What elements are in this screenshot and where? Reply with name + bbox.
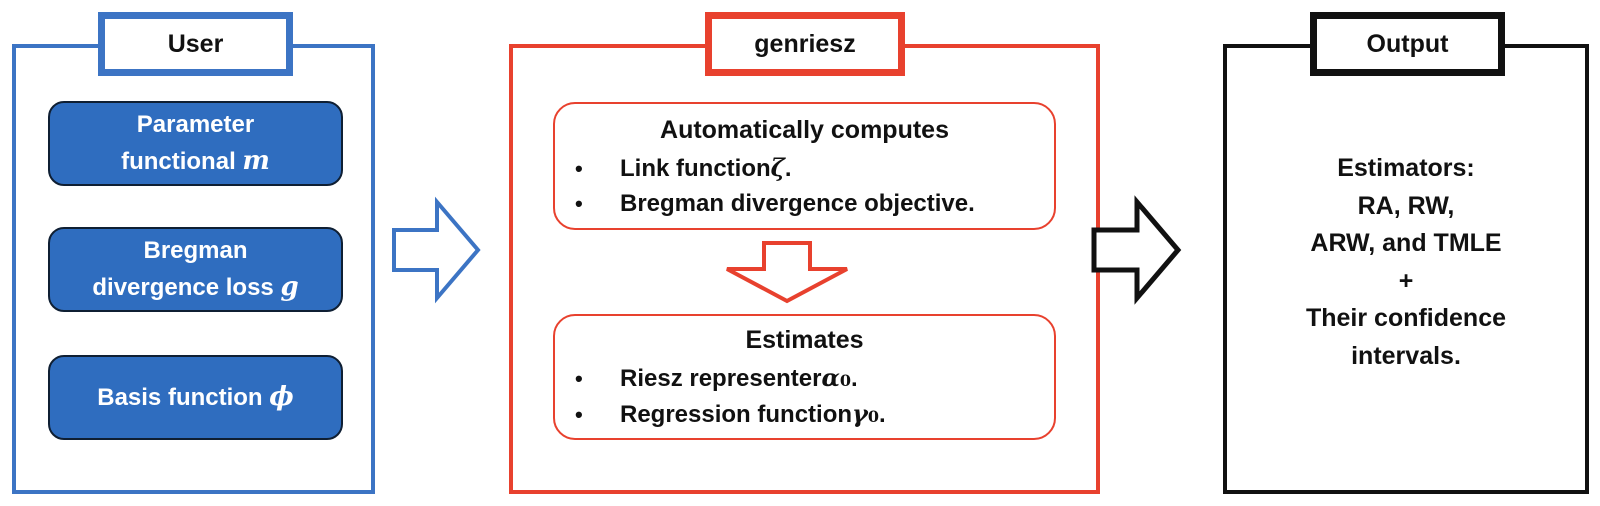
computes-item-bregman-objective: • Bregman divergence objective. bbox=[575, 190, 975, 218]
bullet-icon: • bbox=[575, 156, 583, 181]
automatically-computes-box: Automatically computes • Link function ζ… bbox=[553, 102, 1056, 230]
output-line-confidence: Their confidence bbox=[1305, 304, 1507, 332]
bregman-divergence-loss-text: divergence loss bbox=[92, 274, 281, 301]
symbol-zeta: ζ bbox=[770, 153, 785, 182]
output-panel-title: Output bbox=[1310, 12, 1505, 76]
link-function-suffix: . bbox=[784, 155, 792, 182]
alpha-subscript: 0 bbox=[839, 371, 852, 390]
output-line-plus: + bbox=[1398, 266, 1414, 295]
symbol-alpha: α bbox=[821, 363, 840, 392]
bullet-icon: • bbox=[575, 366, 583, 391]
output-line-ra-rw: RA, RW, bbox=[1357, 191, 1455, 220]
parameter-functional-box: Parameter functional m bbox=[48, 101, 343, 186]
output-line-estimators: Estimators: bbox=[1337, 154, 1475, 182]
right-arrow-outline-icon bbox=[1091, 195, 1182, 305]
parameter-functional-line2: functional m bbox=[121, 143, 270, 180]
regression-function-suffix: . bbox=[879, 401, 886, 428]
symbol-g: g bbox=[280, 272, 299, 302]
down-arrow-outline-icon bbox=[726, 241, 848, 304]
output-line-arw-tmle: ARW, and TMLE bbox=[1310, 229, 1502, 257]
riesz-representer-text: Riesz representer bbox=[620, 365, 822, 392]
gamma-subscript: 0 bbox=[867, 407, 880, 426]
parameter-functional-text: functional bbox=[121, 148, 243, 175]
user-panel-title: User bbox=[98, 12, 293, 76]
bregman-divergence-loss-box: Bregman divergence loss g bbox=[48, 227, 343, 312]
parameter-functional-line1: Parameter bbox=[136, 111, 255, 138]
output-estimators-text: Estimators: RA, RW, ARW, and TMLE + Thei… bbox=[1223, 150, 1589, 375]
output-line-intervals: intervals. bbox=[1351, 341, 1461, 370]
bullet-icon: • bbox=[575, 402, 583, 427]
output-panel bbox=[1223, 44, 1589, 494]
symbol-m: m bbox=[242, 146, 270, 176]
bregman-objective-text: Bregman divergence objective. bbox=[620, 190, 975, 217]
bregman-divergence-loss-line2: divergence loss g bbox=[92, 269, 298, 306]
basis-function-text: Basis function bbox=[97, 384, 270, 411]
estimates-title: Estimates bbox=[745, 326, 864, 354]
basis-function-line: Basis function ϕ bbox=[97, 379, 294, 416]
right-arrow-outline-icon bbox=[392, 196, 481, 304]
riesz-representer-suffix: . bbox=[851, 365, 858, 392]
symbol-phi: ϕ bbox=[269, 382, 294, 412]
basis-function-box: Basis function ϕ bbox=[48, 355, 343, 440]
link-function-text: Link function bbox=[620, 155, 771, 182]
computes-item-link-function: • Link function ζ. bbox=[575, 153, 792, 183]
symbol-gamma: γ bbox=[852, 399, 868, 428]
bregman-divergence-loss-line1: Bregman bbox=[143, 237, 248, 264]
genriesz-panel-title: genriesz bbox=[705, 12, 905, 76]
regression-function-text: Regression function bbox=[620, 401, 853, 428]
bullet-icon: • bbox=[575, 191, 583, 216]
automatically-computes-title: Automatically computes bbox=[660, 116, 949, 144]
